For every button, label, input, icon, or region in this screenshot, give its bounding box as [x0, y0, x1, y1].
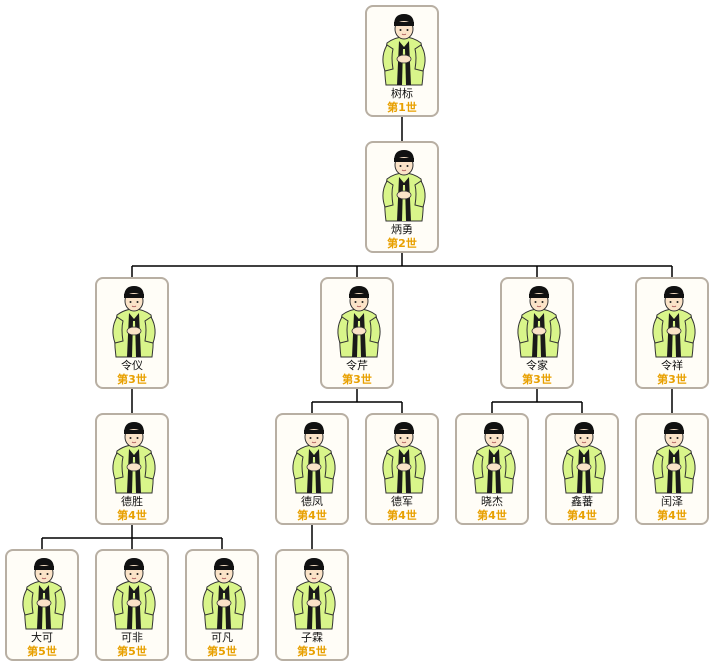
ancestor-figure-icon: [377, 149, 431, 223]
member-card[interactable]: 德凤第4世: [275, 413, 349, 525]
member-generation: 第4世: [567, 509, 597, 522]
member-name: 晓杰: [481, 495, 503, 508]
member-generation: 第1世: [387, 101, 417, 114]
member-generation: 第2世: [387, 237, 417, 250]
member-card[interactable]: 令仪第3世: [95, 277, 169, 389]
ancestor-figure-icon: [467, 421, 521, 495]
member-name: 令祥: [661, 359, 683, 372]
member-card[interactable]: 子霖第5世: [275, 549, 349, 661]
member-name: 鑫蕃: [571, 495, 593, 508]
ancestor-figure-icon: [512, 285, 566, 359]
member-generation: 第4世: [477, 509, 507, 522]
ancestor-figure-icon: [377, 421, 431, 495]
ancestor-figure-icon: [332, 285, 386, 359]
member-name: 令芹: [346, 359, 368, 372]
member-generation: 第5世: [27, 645, 57, 658]
ancestor-figure-icon: [287, 557, 341, 631]
member-name: 可凡: [211, 631, 233, 644]
ancestor-figure-icon: [557, 421, 611, 495]
member-generation: 第4世: [387, 509, 417, 522]
member-card[interactable]: 炳勇第2世: [365, 141, 439, 253]
member-generation: 第5世: [207, 645, 237, 658]
member-name: 德胜: [121, 495, 143, 508]
member-generation: 第3世: [522, 373, 552, 386]
ancestor-figure-icon: [107, 421, 161, 495]
ancestor-figure-icon: [197, 557, 251, 631]
member-generation: 第4世: [297, 509, 327, 522]
member-generation: 第3世: [342, 373, 372, 386]
member-name: 子霖: [301, 631, 323, 644]
ancestor-figure-icon: [647, 285, 701, 359]
ancestor-figure-icon: [107, 557, 161, 631]
member-card[interactable]: 鑫蕃第4世: [545, 413, 619, 525]
member-card[interactable]: 晓杰第4世: [455, 413, 529, 525]
member-name: 德凤: [301, 495, 323, 508]
ancestor-figure-icon: [17, 557, 71, 631]
member-name: 令仪: [121, 359, 143, 372]
member-name: 令家: [526, 359, 548, 372]
member-generation: 第5世: [117, 645, 147, 658]
member-card[interactable]: 可凡第5世: [185, 549, 259, 661]
member-name: 德军: [391, 495, 413, 508]
ancestor-figure-icon: [107, 285, 161, 359]
member-card[interactable]: 令家第3世: [500, 277, 574, 389]
member-card[interactable]: 闰泽第4世: [635, 413, 709, 525]
ancestor-figure-icon: [287, 421, 341, 495]
member-card[interactable]: 令祥第3世: [635, 277, 709, 389]
member-generation: 第4世: [117, 509, 147, 522]
member-name: 大可: [31, 631, 53, 644]
member-card[interactable]: 德军第4世: [365, 413, 439, 525]
member-card[interactable]: 令芹第3世: [320, 277, 394, 389]
member-card[interactable]: 德胜第4世: [95, 413, 169, 525]
member-name: 可非: [121, 631, 143, 644]
member-card[interactable]: 可非第5世: [95, 549, 169, 661]
member-name: 闰泽: [661, 495, 683, 508]
member-generation: 第5世: [297, 645, 327, 658]
ancestor-figure-icon: [647, 421, 701, 495]
member-name: 炳勇: [391, 223, 413, 236]
member-name: 树标: [391, 87, 413, 100]
member-generation: 第4世: [657, 509, 687, 522]
ancestor-figure-icon: [377, 13, 431, 87]
member-card[interactable]: 树标第1世: [365, 5, 439, 117]
member-generation: 第3世: [117, 373, 147, 386]
member-card[interactable]: 大可第5世: [5, 549, 79, 661]
member-generation: 第3世: [657, 373, 687, 386]
